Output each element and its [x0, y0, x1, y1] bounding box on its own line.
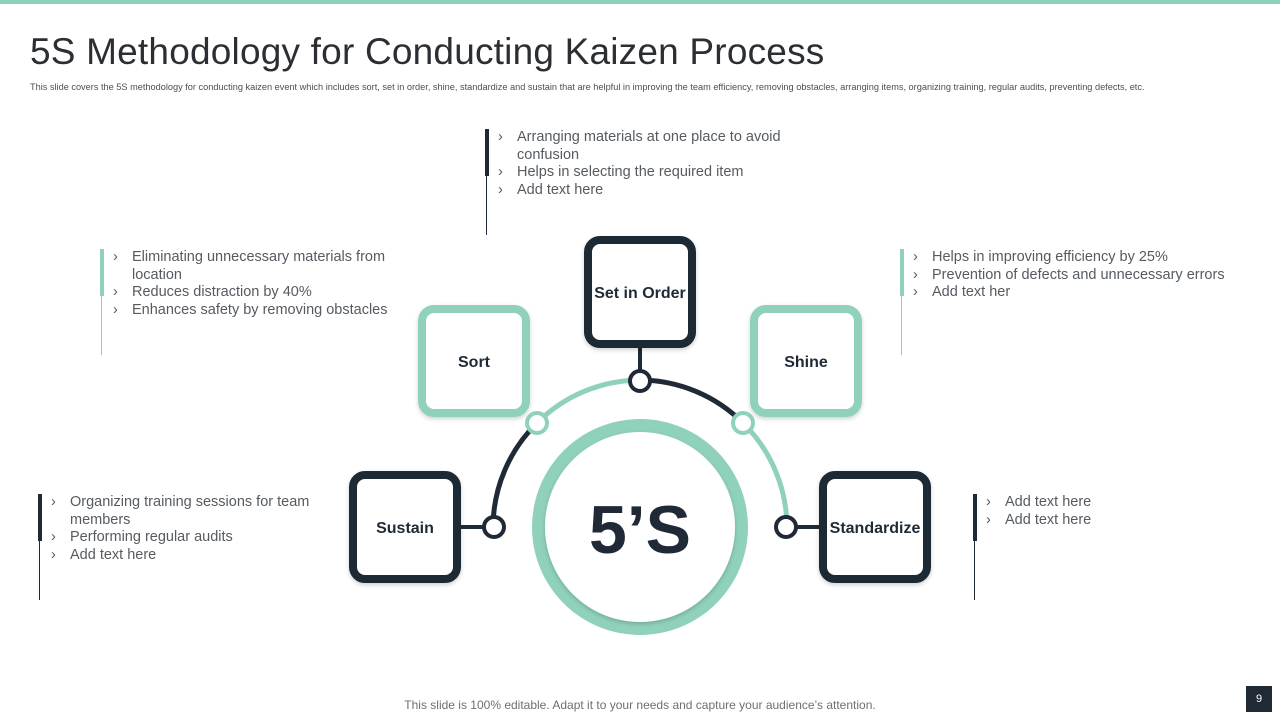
list-item: Helps in improving efficiency by 25%: [913, 249, 1253, 267]
list-item: Add text here: [986, 494, 1236, 512]
slide-title: 5S Methodology for Conducting Kaizen Pro…: [30, 31, 825, 72]
accent-bar: [485, 129, 489, 176]
accent-line: [39, 494, 40, 600]
node-standardize: [774, 515, 798, 539]
accent-line: [974, 494, 975, 600]
node-sort: [525, 411, 549, 435]
accent-line: [901, 249, 902, 355]
list-item: Organizing training sessions for team me…: [51, 494, 321, 529]
accent-line: [486, 129, 487, 235]
bullets-set-in-order: Arranging materials at one place to avoi…: [485, 129, 808, 235]
step-label-set-in-order: Set in Order: [594, 285, 686, 302]
accent-bar: [973, 494, 977, 541]
list-item: Performing regular audits: [51, 529, 321, 547]
arc-shine-standardize: [741, 421, 790, 528]
bullet-list: Arranging materials at one place to avoi…: [498, 129, 808, 199]
step-label-sort: Sort: [458, 354, 491, 371]
accent-bar: [38, 494, 42, 541]
bullet-list: Add text here Add text here: [986, 494, 1236, 529]
list-item: Arranging materials at one place to avoi…: [498, 129, 808, 164]
arc-sort-set: [535, 377, 641, 425]
node-sustain: [482, 515, 506, 539]
step-box-sustain: Sustain: [349, 471, 461, 583]
step-label-sustain: Sustain: [376, 520, 434, 537]
page-number: 9: [1246, 686, 1272, 712]
node-set-in-order: [628, 369, 652, 393]
center-label: 5’S: [589, 492, 691, 568]
bullet-list: Organizing training sessions for team me…: [51, 494, 321, 564]
step-box-sort: Sort: [418, 305, 530, 417]
list-item: Enhances safety by removing obstacles: [113, 302, 413, 320]
accent-bar: [900, 249, 904, 296]
bullets-sustain: Organizing training sessions for team me…: [38, 494, 321, 600]
step-box-shine: Shine: [750, 305, 862, 417]
list-item: Add text here: [51, 547, 321, 565]
step-box-set-in-order: Set in Order: [584, 236, 696, 348]
step-box-standardize: Standardize: [819, 471, 931, 583]
bullets-standardize: Add text here Add text here: [973, 494, 1236, 600]
node-shine: [731, 411, 755, 435]
top-accent-rule: [0, 0, 1280, 4]
center-disc: [545, 432, 735, 622]
list-item: Eliminating unnecessary materials from l…: [113, 249, 413, 284]
bullet-list: Eliminating unnecessary materials from l…: [113, 249, 413, 319]
list-item: Add text here: [498, 182, 808, 200]
list-item: Add text here: [986, 512, 1236, 530]
bullet-list: Helps in improving efficiency by 25% Pre…: [913, 249, 1253, 302]
list-item: Reduces distraction by 40%: [113, 284, 413, 302]
accent-bar: [100, 249, 104, 296]
step-label-shine: Shine: [784, 354, 828, 371]
arc-sustain-sort: [490, 421, 539, 528]
accent-line: [101, 249, 102, 355]
slide-footer: This slide is 100% editable. Adapt it to…: [404, 698, 876, 712]
list-item: Add text her: [913, 284, 1253, 302]
arc-set-shine: [639, 377, 745, 425]
step-label-standardize: Standardize: [830, 520, 921, 537]
slide-subtitle: This slide covers the 5S methodology for…: [30, 82, 1145, 92]
bullets-sort: Eliminating unnecessary materials from l…: [100, 249, 413, 355]
list-item: Prevention of defects and unnecessary er…: [913, 267, 1253, 285]
list-item: Helps in selecting the required item: [498, 164, 808, 182]
bullets-shine: Helps in improving efficiency by 25% Pre…: [900, 249, 1253, 355]
